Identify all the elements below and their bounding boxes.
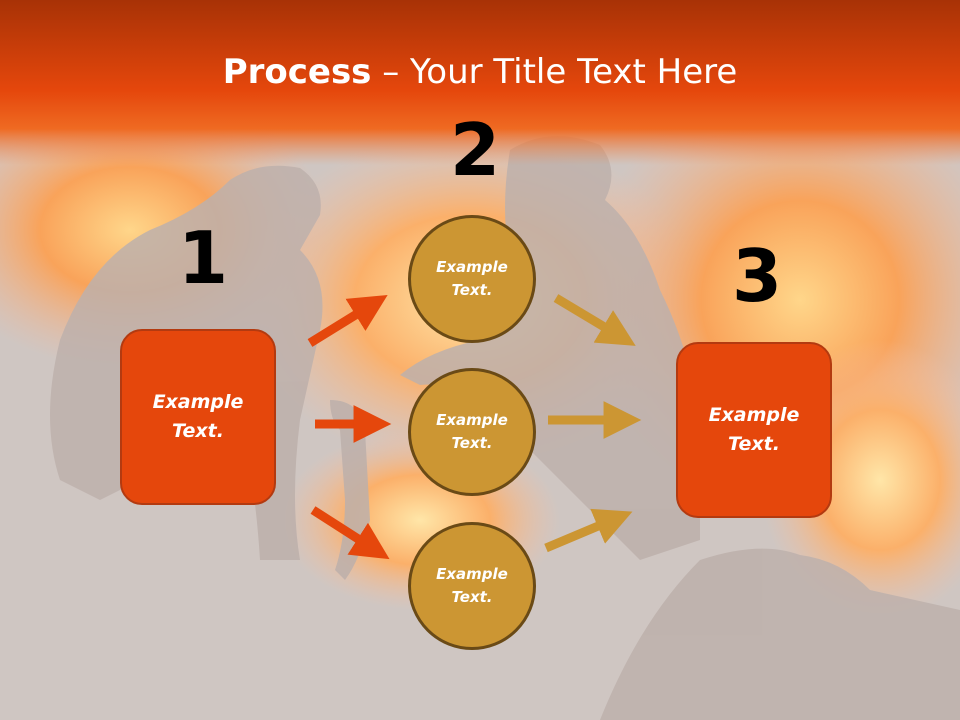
- right-box-text: Example Text.: [708, 404, 800, 455]
- arrow-top-to-right: [553, 294, 636, 346]
- left-process-box: Example Text.: [120, 329, 276, 505]
- header-band: [0, 0, 960, 165]
- step-number-3: 3: [732, 234, 783, 318]
- circle-middle: Example Text.: [408, 368, 536, 496]
- arrow-left-to-bottom: [310, 506, 390, 560]
- firefighter-right-silhouette: [400, 136, 700, 560]
- left-box-text: Example Text.: [152, 391, 244, 442]
- circle-bottom: Example Text.: [408, 522, 536, 650]
- step-number-1: 1: [178, 216, 229, 300]
- debris-silhouette: [600, 548, 960, 720]
- right-process-box: Example Text.: [676, 342, 832, 518]
- circle-bottom-text: Example Text.: [436, 565, 508, 606]
- title-bold-part: Process: [222, 52, 372, 92]
- arrow-left-to-top: [307, 295, 388, 347]
- circle-top-text: Example Text.: [436, 258, 508, 299]
- circle-middle-text: Example Text.: [436, 411, 508, 452]
- circle-top: Example Text.: [408, 215, 536, 343]
- title-rest-part: – Your Title Text Here: [371, 52, 738, 92]
- step-number-2: 2: [450, 108, 501, 192]
- slide-title: Process – Your Title Text Here: [0, 52, 960, 92]
- arrow-bottom-to-right: [544, 508, 633, 553]
